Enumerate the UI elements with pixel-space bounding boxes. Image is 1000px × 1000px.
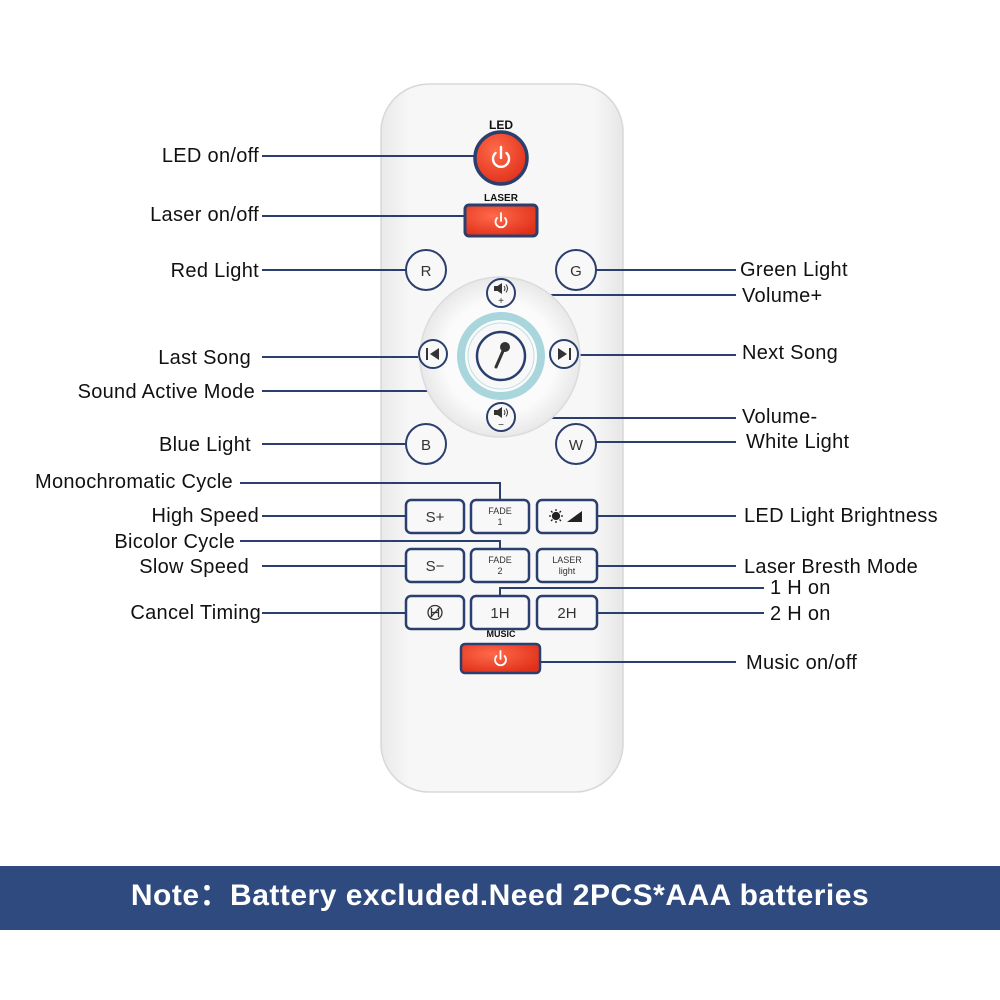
cancel-timer-icon bbox=[427, 604, 443, 621]
callout-one-hour-on: 1 H on bbox=[770, 577, 831, 599]
callout-sound-active-mode: Sound Active Mode bbox=[77, 381, 255, 403]
callout-high-speed: High Speed bbox=[151, 505, 259, 527]
one-hour-button[interactable]: 1H bbox=[469, 594, 531, 631]
green-light-button-label: G bbox=[570, 263, 582, 280]
fade1-line1: FADE bbox=[488, 506, 512, 516]
laser-label: LASER bbox=[484, 193, 519, 204]
callout-laser-on-off: Laser on/off bbox=[150, 204, 259, 226]
two-hour-button-label: 2H bbox=[557, 605, 576, 622]
two-hour-button[interactable]: 2H bbox=[535, 594, 599, 631]
fade2-button[interactable]: FADE 2 bbox=[469, 547, 531, 584]
high-speed-button-label: S+ bbox=[426, 509, 445, 526]
microphone-icon bbox=[494, 342, 510, 369]
volume-up-sign: + bbox=[498, 296, 504, 307]
led-label: LED bbox=[489, 118, 513, 132]
skip-next-icon bbox=[558, 348, 571, 360]
callout-slow-speed: Slow Speed bbox=[139, 556, 249, 578]
sound-active-mode-button[interactable] bbox=[457, 312, 545, 400]
cancel-timing-button[interactable] bbox=[404, 594, 466, 631]
callout-music-on-off: Music on/off bbox=[746, 652, 858, 674]
battery-note-banner: Note：Battery excluded.Need 2PCS*AAA batt… bbox=[0, 866, 1000, 930]
music-label: MUSIC bbox=[487, 629, 517, 639]
power-icon bbox=[494, 650, 507, 667]
power-icon bbox=[494, 212, 508, 229]
callout-red-light: Red Light bbox=[170, 260, 259, 282]
callout-volume-down: Volume- bbox=[742, 406, 818, 428]
callout-last-song: Last Song bbox=[158, 347, 251, 369]
skip-previous-icon bbox=[426, 348, 439, 360]
high-speed-button[interactable]: S+ bbox=[404, 498, 466, 535]
red-light-button[interactable]: R bbox=[405, 249, 447, 291]
blue-light-button[interactable]: B bbox=[405, 423, 447, 465]
callout-white-light: White Light bbox=[746, 431, 850, 453]
callout-laser-breath-mode: Laser Bresth Mode bbox=[744, 556, 919, 578]
fade1-button[interactable]: FADE 1 bbox=[469, 498, 531, 535]
volume-down-sign: − bbox=[498, 420, 504, 431]
fade2-line1: FADE bbox=[488, 555, 512, 565]
laser-light-line1: LASER bbox=[552, 555, 582, 565]
green-light-button[interactable]: G bbox=[555, 249, 597, 291]
speaker-icon bbox=[494, 407, 508, 418]
led-brightness-button[interactable] bbox=[535, 498, 599, 535]
callout-led-on-off: LED on/off bbox=[161, 145, 259, 167]
callout-lines-right bbox=[499, 269, 764, 663]
red-light-button-label: R bbox=[421, 263, 432, 280]
white-light-button[interactable]: W bbox=[555, 423, 597, 465]
laser-breath-button[interactable]: LASER light bbox=[535, 547, 599, 584]
led-power-button[interactable] bbox=[473, 130, 529, 186]
volume-up-button[interactable]: + bbox=[486, 278, 516, 308]
power-icon bbox=[491, 145, 511, 168]
music-power-button[interactable] bbox=[459, 642, 542, 675]
sun-icon bbox=[549, 509, 563, 523]
callout-two-hour-on: 2 H on bbox=[770, 603, 831, 625]
last-song-button[interactable] bbox=[418, 339, 448, 369]
fade1-line2: 1 bbox=[497, 517, 502, 527]
callout-bicolor-cycle: Bicolor Cycle bbox=[114, 531, 235, 553]
laser-power-button[interactable] bbox=[463, 203, 539, 238]
blue-light-button-label: B bbox=[421, 437, 431, 454]
callout-cancel-timing: Cancel Timing bbox=[130, 602, 261, 624]
callout-lines-left bbox=[240, 155, 501, 614]
one-hour-button-label: 1H bbox=[490, 605, 509, 622]
fade2-line2: 2 bbox=[497, 566, 502, 576]
callout-monochromatic-cycle: Monochromatic Cycle bbox=[35, 471, 233, 493]
callout-led-light-brightness: LED Light Brightness bbox=[744, 505, 938, 527]
slow-speed-button-label: S− bbox=[426, 558, 445, 575]
laser-light-line2: light bbox=[559, 566, 576, 576]
next-song-button[interactable] bbox=[549, 339, 579, 369]
callout-blue-light: Blue Light bbox=[159, 434, 251, 456]
white-light-button-label: W bbox=[569, 437, 584, 454]
speaker-icon bbox=[494, 283, 508, 294]
callout-green-light: Green Light bbox=[740, 259, 848, 281]
slow-speed-button[interactable]: S− bbox=[404, 547, 466, 584]
callout-volume-up: Volume+ bbox=[742, 285, 823, 307]
brightness-ramp-icon bbox=[567, 511, 582, 522]
battery-note-text: Note：Battery excluded.Need 2PCS*AAA batt… bbox=[130, 879, 870, 912]
callout-next-song: Next Song bbox=[742, 342, 839, 364]
volume-down-button[interactable]: − bbox=[486, 402, 516, 432]
